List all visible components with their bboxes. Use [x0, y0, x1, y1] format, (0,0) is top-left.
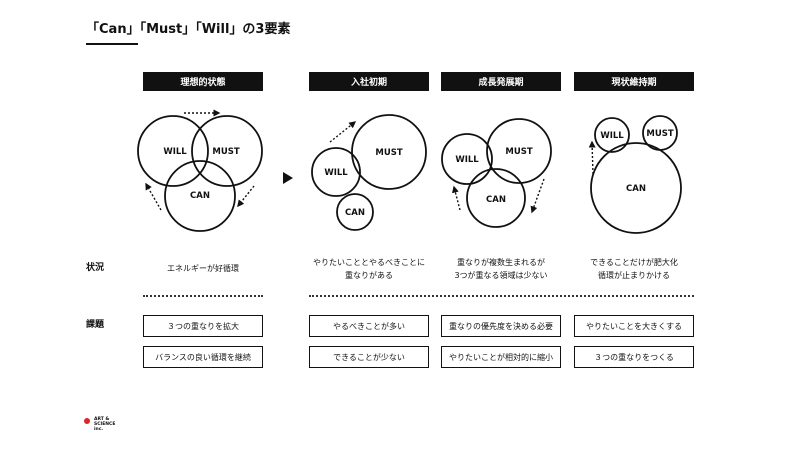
ideal-must-label: MUST [212, 147, 239, 157]
logo-dot-icon [84, 418, 90, 424]
growth-arrow-right [530, 178, 545, 214]
title-underline [86, 43, 138, 45]
early-must-label: MUST [375, 148, 402, 158]
maint-can-circle [590, 142, 682, 234]
early-will-label: WILL [324, 168, 348, 178]
issue-maint-1: やりたいことを大きくする [574, 315, 694, 337]
ideal-will-circle [137, 115, 209, 187]
issue-growth-2: やりたいことが相対的に縮小 [441, 346, 561, 368]
early-can-label: CAN [345, 208, 365, 218]
column-header-early: 入社初期 [309, 72, 429, 91]
growth-arrow-left [452, 185, 461, 211]
ideal-can-circle [164, 160, 236, 232]
early-can-circle [336, 193, 374, 231]
divider-ideal [143, 295, 263, 297]
maint-will-label: WILL [600, 131, 624, 141]
divider-phases [309, 295, 694, 297]
column-header-growth: 成長発展期 [441, 72, 561, 91]
status-early: やりたいこととやるべきことに 重なりがある [313, 258, 425, 280]
growth-can-label: CAN [486, 195, 506, 205]
issue-ideal-1: ３つの重なりを拡大 [143, 315, 263, 337]
maint-must-label: MUST [646, 129, 673, 139]
ideal-will-label: WILL [163, 147, 187, 157]
issue-ideal-2: バランスの良い循環を継続 [143, 346, 263, 368]
ideal-arrow-right [237, 185, 255, 208]
maint-can-label: CAN [626, 184, 646, 194]
column-header-maintenance: 現状維持期 [574, 72, 694, 91]
ideal-arrow-left [145, 182, 162, 211]
issue-maint-2: ３つの重なりをつくる [574, 346, 694, 368]
maint-arrow [588, 140, 596, 175]
early-must-circle [351, 114, 427, 190]
row-label-issues: 課題 [86, 320, 105, 330]
status-growth: 重なりが複数生まれるが 3つが重なる領域は少ない [454, 258, 548, 280]
issue-early-2: できることが少ない [309, 346, 429, 368]
issue-growth-1: 重なりの優先度を決める必要 [441, 315, 561, 337]
growth-can-circle [466, 168, 526, 228]
status-ideal: エネルギーが好循環 [167, 264, 239, 273]
issue-early-1: やるべきことが多い [309, 315, 429, 337]
growth-must-label: MUST [505, 147, 532, 157]
ideal-must-circle [191, 115, 263, 187]
ideal-can-label: CAN [190, 191, 210, 201]
growth-will-label: WILL [455, 155, 479, 165]
early-arrow [329, 121, 357, 143]
growth-will-circle [441, 133, 493, 185]
slide-title: 「Can」「Must」「Will」の3要素 [86, 22, 291, 37]
row-label-status: 状況 [86, 263, 105, 273]
growth-must-circle [486, 118, 552, 184]
maint-will-circle [594, 117, 630, 153]
column-header-ideal: 理想的状態 [143, 72, 263, 91]
early-will-circle [311, 147, 361, 197]
logo-text: ART & SCIENCE inc. [94, 417, 116, 432]
status-maintenance: できることだけが肥大化 循環が止まりかける [590, 258, 678, 280]
flow-arrow-icon [283, 172, 293, 184]
